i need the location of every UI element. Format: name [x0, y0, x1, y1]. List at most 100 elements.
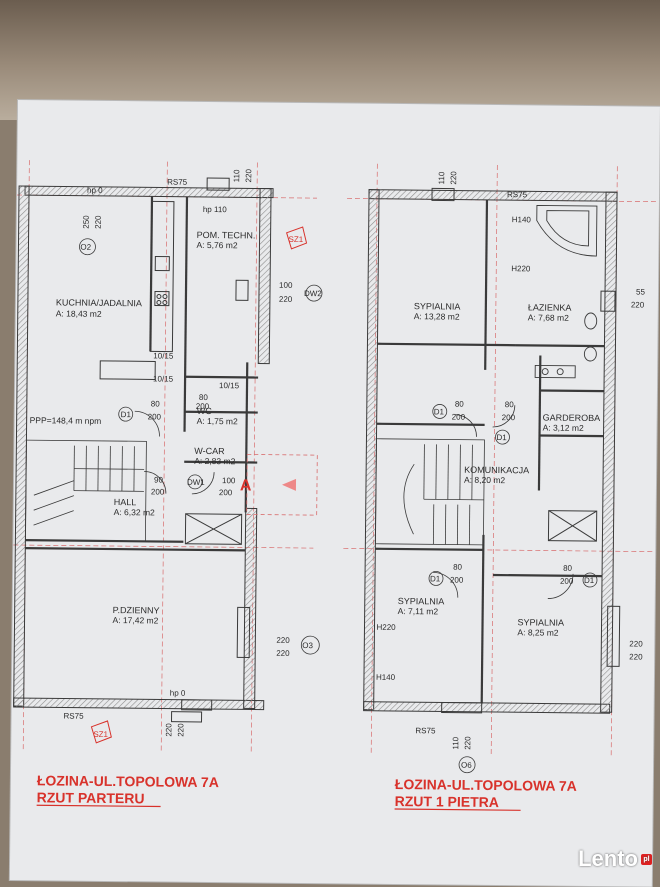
mark-sz1-top: SZ1 [289, 235, 304, 244]
room-area-pomtech: A: 5,76 m2 [196, 240, 237, 250]
mark-d1: D1 [121, 410, 132, 419]
mark-rs75-right-top: RS75 [507, 190, 528, 199]
first-floor-plan: RS75 RS75 D1 D1 D1 D1 O6 SYPIALNIA A: 13… [341, 163, 658, 811]
room-name-pomtech: POM. TECHN. [197, 230, 256, 241]
room-area-syp3: A: 8,25 m2 [517, 627, 558, 637]
dim-r-80-d: 80 [563, 564, 573, 573]
room-name-gard: GARDEROBA [543, 413, 601, 424]
mark-o6: O6 [461, 761, 472, 770]
room-area-kuchnia: A: 18,43 m2 [56, 308, 102, 318]
staircase-right [375, 439, 484, 545]
axis-lines [11, 160, 317, 753]
dim-r-h220-a: H220 [511, 264, 531, 273]
dim-200-d: 200 [219, 488, 233, 497]
dim-r-220-c: 220 [629, 639, 643, 648]
dim-r-80-a: 80 [455, 400, 465, 409]
mark-hp0-bottom: hp 0 [170, 689, 186, 698]
mark-dw1: DW1 [187, 478, 205, 487]
lento-brand-suffix: pl [641, 854, 652, 865]
room-name-syp1: SYPIALNIA [414, 301, 461, 311]
room-area-hall: A: 6,32 m2 [114, 507, 155, 517]
dim-r-80-c: 80 [453, 563, 463, 572]
outer-walls [14, 186, 273, 710]
room-area-pdzienny: A: 17,42 m2 [113, 615, 159, 625]
mark-d1-c: D1 [430, 574, 441, 583]
ppp-level: PPP=148,4 m npm [30, 415, 102, 426]
mark-d1-a: D1 [434, 407, 445, 416]
dim-220-b: 220 [279, 295, 293, 304]
dim-r-220-a: 220 [449, 171, 458, 185]
room-name-wcar: W-CAR [194, 446, 225, 456]
mark-o2: O2 [80, 243, 91, 252]
room-name-syp2: SYPIALNIA [398, 596, 445, 606]
room-area-gard: A: 3,12 m2 [543, 423, 584, 433]
dim-220-e: 220 [164, 723, 173, 737]
dim-100-b: 100 [222, 476, 236, 485]
dim-1015-b: 10/15 [153, 374, 174, 383]
dim-r-55: 55 [636, 287, 646, 296]
dim-200-c: 200 [151, 487, 165, 496]
dim-200-a: 200 [148, 412, 162, 421]
dim-220-a: 220 [94, 215, 103, 229]
dim-r-200-a: 200 [452, 413, 466, 422]
left-title-line1: ŁOZINA-UL.TOPOLOWA 7A [37, 772, 219, 790]
wardrobe-box [185, 514, 241, 545]
mark-rs75-top: RS75 [167, 178, 188, 187]
mark-dw2: DW2 [304, 289, 322, 298]
inner-walls-right [374, 199, 606, 704]
dim-220-d: 220 [276, 649, 290, 658]
room-area-wc: A: 1,75 m2 [197, 416, 238, 426]
dim-r-200-d: 200 [560, 577, 574, 586]
room-area-wcar: A: 2,83 m2 [194, 456, 235, 466]
dim-200-b: 200 [196, 402, 210, 411]
dim-1015-c: 10/15 [219, 381, 240, 390]
dim-r-h140-b: H140 [376, 673, 396, 682]
dim-r-110: 110 [437, 171, 446, 184]
dim-r-200-b: 200 [502, 413, 516, 422]
room-name-syp3: SYPIALNIA [518, 617, 565, 627]
dim-80-a: 80 [151, 399, 161, 408]
dim-220-c: 220 [276, 636, 290, 645]
room-name-kom: KOMUNIKACJA [464, 465, 529, 476]
dim-r-220-e: 220 [463, 736, 472, 750]
dim-90: 90 [154, 475, 164, 484]
dim-r-220-d: 220 [629, 652, 643, 661]
mark-hp0-top: hp 0 [87, 186, 103, 195]
left-title-line2: RZUT PARTERU [37, 789, 145, 806]
room-area-syp2: A: 7,11 m2 [398, 606, 439, 616]
room-name-kuchnia: KUCHNIA/JADALNIA [56, 297, 142, 308]
dim-220-top: 220 [244, 168, 253, 182]
floor-plan-sheet: A hp 0 RS75 hp 110 SZ1 O2 O3 D1 DW1 DW2 … [10, 100, 660, 887]
corner-bathtub [535, 205, 598, 378]
section-label-a: A [240, 477, 252, 494]
mark-hp110: hp 110 [203, 205, 228, 214]
dim-100-a: 100 [279, 281, 293, 290]
mark-rs75-bottom: RS75 [64, 712, 85, 721]
mark-d1-d: D1 [584, 576, 595, 585]
dim-1015-a: 10/15 [153, 351, 174, 360]
lento-brand-text: Lento [578, 846, 638, 872]
ground-floor-plan: A hp 0 RS75 hp 110 SZ1 O2 O3 D1 DW1 DW2 … [11, 160, 325, 808]
room-name-pdzienny: P.DZIENNY [113, 605, 160, 615]
dim-r-h220-b: H220 [376, 623, 396, 632]
right-title-line1: ŁOZINA-UL.TOPOLOWA 7A [395, 776, 577, 794]
dim-220-f: 220 [176, 723, 185, 737]
outer-walls-right [364, 190, 617, 714]
room-area-kom: A: 8,20 m2 [464, 475, 505, 485]
staircase [25, 440, 146, 541]
dim-r-h140-a: H140 [512, 215, 532, 224]
wardrobe-box-right [548, 511, 596, 542]
floor-plans-drawing: A hp 0 RS75 hp 110 SZ1 O2 O3 D1 DW1 DW2 … [10, 100, 660, 887]
mark-o3: O3 [302, 641, 313, 650]
dim-110-top: 110 [232, 169, 241, 182]
dim-80-b: 80 [199, 393, 209, 402]
right-title-line2: RZUT 1 PIETRA [395, 793, 499, 810]
dim-r-110-b: 110 [451, 736, 460, 749]
room-name-laz: ŁAZIENKA [528, 302, 572, 312]
room-area-laz: A: 7,68 m2 [528, 312, 569, 322]
lento-watermark: Lento pl [578, 846, 652, 872]
room-name-hall: HALL [114, 497, 137, 507]
dim-r-200-c: 200 [450, 576, 464, 585]
dim-r-220-b: 220 [631, 300, 645, 309]
dim-250: 250 [82, 215, 91, 229]
